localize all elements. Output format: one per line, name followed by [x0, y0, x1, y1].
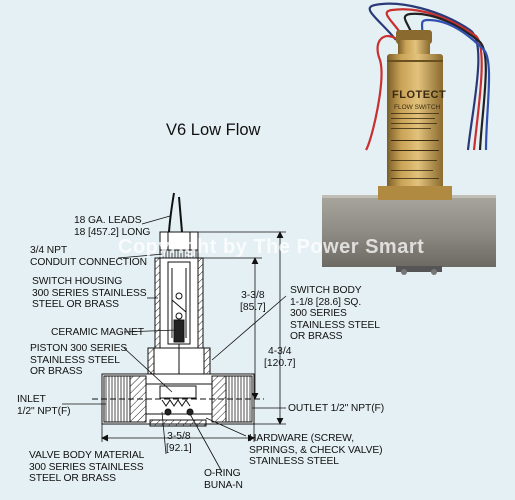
label-outlet: OUTLET 1/2" NPT(F) [288, 403, 385, 414]
label-oring: O-RING BUNA-N [204, 468, 243, 491]
label-leads: 18 GA. LEADS 18 [457.2] LONG [74, 215, 151, 238]
label-valve-body: VALVE BODY MATERIAL 300 SERIES STAINLESS… [29, 450, 145, 485]
label-switch-body: SWITCH BODY 1-1/8 [28.6] SQ. 300 SERIES … [290, 285, 380, 343]
switch-label-plate: FLOTECT FLOW SWITCH [391, 89, 446, 179]
dimension-4-3-4: 4-3/4 [120.7] [264, 346, 296, 369]
label-conduit: 3/4 NPT CONDUIT CONNECTION [30, 245, 147, 268]
dimension-3-3-8: 3-3/8 [85.7] [240, 290, 266, 313]
o-ring-shape [164, 408, 172, 416]
switch-bottom-plate [396, 266, 442, 272]
switch-block [322, 195, 496, 267]
piston-shape [159, 385, 197, 399]
base-plate [149, 419, 207, 427]
switch-subtitle-text: FLOW SWITCH [394, 104, 441, 111]
diagram-title: V6 Low Flow [166, 121, 261, 139]
label-hardware: HARDWARE (SCREW, SPRINGS, & CHECK VALVE)… [249, 433, 383, 468]
spring-shape [161, 399, 191, 407]
lead-wire-1 [168, 192, 175, 233]
label-piston: PISTON 300 SERIES STAINLESS STEEL OR BRA… [30, 343, 128, 378]
label-magnet: CERAMIC MAGNET [51, 327, 144, 338]
lead-wire-2 [178, 196, 183, 233]
technical-drawing [92, 192, 264, 427]
switch-wires [365, 2, 491, 151]
dimension-3-5-8: 3-5/8 [92.1] [166, 431, 192, 454]
ceramic-magnet-shape [173, 319, 185, 343]
dimension-lines [62, 215, 287, 473]
switch-brand-text: FLOTECT [392, 89, 446, 101]
label-housing: SWITCH HOUSING 300 SERIES STAINLESS STEE… [32, 276, 147, 311]
switch-hex-nut [378, 186, 452, 200]
copyright-watermark: Copyright by The Power Smart [118, 236, 425, 258]
inlet-thread [103, 375, 131, 423]
label-inlet: INLET 1/2" NPT(F) [17, 394, 71, 417]
switch-photo: FLOTECT FLOW SWITCH [322, 2, 496, 275]
